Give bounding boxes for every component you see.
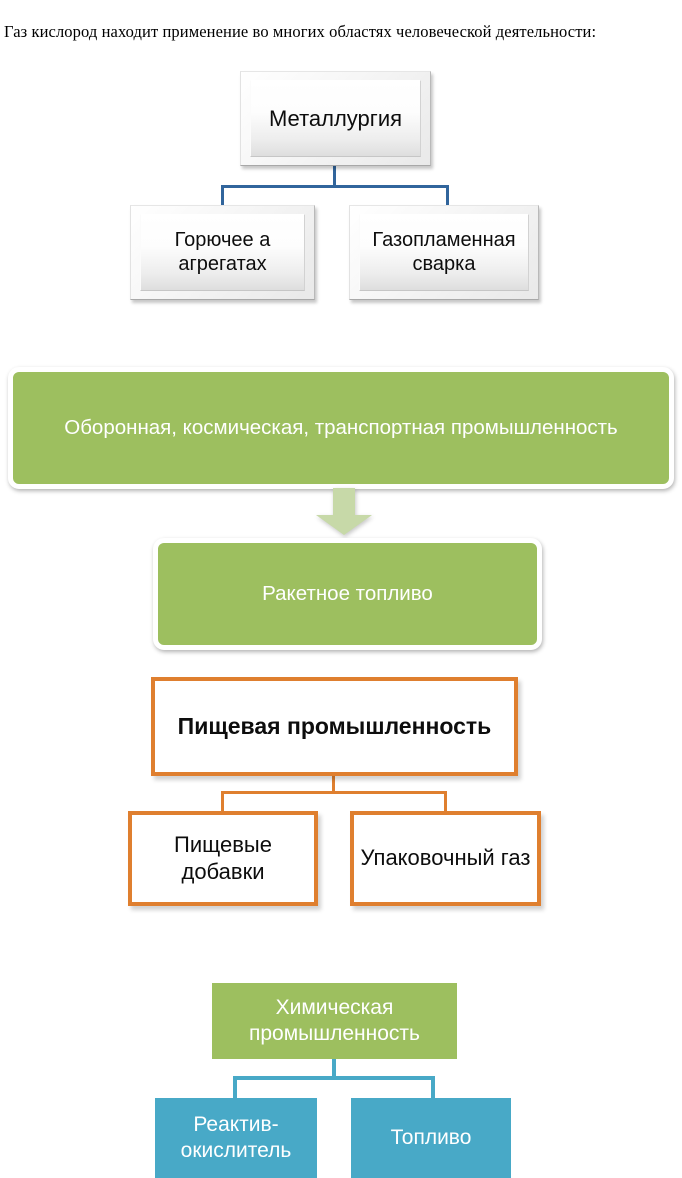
node-metallurgy[interactable]: Металлургия bbox=[240, 71, 431, 166]
connector-chemical-stem bbox=[332, 1058, 336, 1079]
connector-chemical-right-drop bbox=[431, 1076, 435, 1100]
node-gas-flame-welding-label: Газопламенная сварка bbox=[372, 228, 516, 275]
node-food-additives[interactable]: Пищевые добавки bbox=[128, 811, 318, 906]
connector-food-right-drop bbox=[444, 791, 447, 813]
node-fuel[interactable]: Топливо bbox=[351, 1098, 511, 1178]
node-food-industry-label: Пищевая промышленность bbox=[177, 712, 492, 739]
node-gas-flame-welding-inner: Газопламенная сварка bbox=[359, 214, 529, 291]
connector-metallurgy-left-drop bbox=[221, 185, 224, 207]
node-metallurgy-inner: Металлургия bbox=[250, 80, 421, 157]
node-defense-space-transport[interactable]: Оборонная, космическая, транспортная про… bbox=[8, 367, 674, 489]
node-fuel-in-units-label: Горючее а агрегатах bbox=[174, 228, 271, 275]
node-reagent-oxidizer[interactable]: Реактив-окислитель bbox=[155, 1098, 317, 1178]
down-arrow-icon bbox=[316, 488, 372, 535]
connector-metallurgy-stem bbox=[333, 165, 336, 187]
node-defense-space-transport-label: Оборонная, космическая, транспортная про… bbox=[64, 415, 618, 439]
connector-food-left-drop bbox=[221, 791, 224, 813]
connector-metallurgy-right-drop bbox=[446, 185, 449, 207]
connector-food-horizontal bbox=[221, 791, 447, 794]
node-fuel-in-units-inner: Горючее а агрегатах bbox=[140, 214, 305, 291]
node-rocket-fuel-label: Ракетное топливо bbox=[262, 581, 433, 605]
connector-chemical-horizontal bbox=[233, 1076, 435, 1080]
node-food-industry[interactable]: Пищевая промышленность bbox=[151, 677, 518, 776]
connector-metallurgy-horizontal bbox=[221, 185, 449, 188]
node-food-additives-label: Пищевые добавки bbox=[174, 832, 272, 884]
node-rocket-fuel[interactable]: Ракетное топливо bbox=[153, 538, 542, 650]
connector-chemical-left-drop bbox=[233, 1076, 237, 1100]
node-fuel-in-units[interactable]: Горючее а агрегатах bbox=[130, 205, 315, 300]
node-packaging-gas[interactable]: Упаковочный газ bbox=[350, 811, 541, 906]
node-gas-flame-welding[interactable]: Газопламенная сварка bbox=[349, 205, 539, 300]
node-fuel-label: Топливо bbox=[390, 1125, 472, 1149]
node-chemical-industry-label: Химическая промышленность bbox=[249, 995, 420, 1045]
node-chemical-industry[interactable]: Химическая промышленность bbox=[212, 983, 457, 1059]
intro-paragraph: Газ кислород находит применение во многи… bbox=[4, 21, 597, 41]
connector-food-stem bbox=[332, 775, 335, 793]
node-packaging-gas-label: Упаковочный газ bbox=[360, 845, 531, 871]
node-metallurgy-label: Металлургия bbox=[268, 105, 403, 131]
node-reagent-oxidizer-label: Реактив-окислитель bbox=[180, 1112, 292, 1162]
